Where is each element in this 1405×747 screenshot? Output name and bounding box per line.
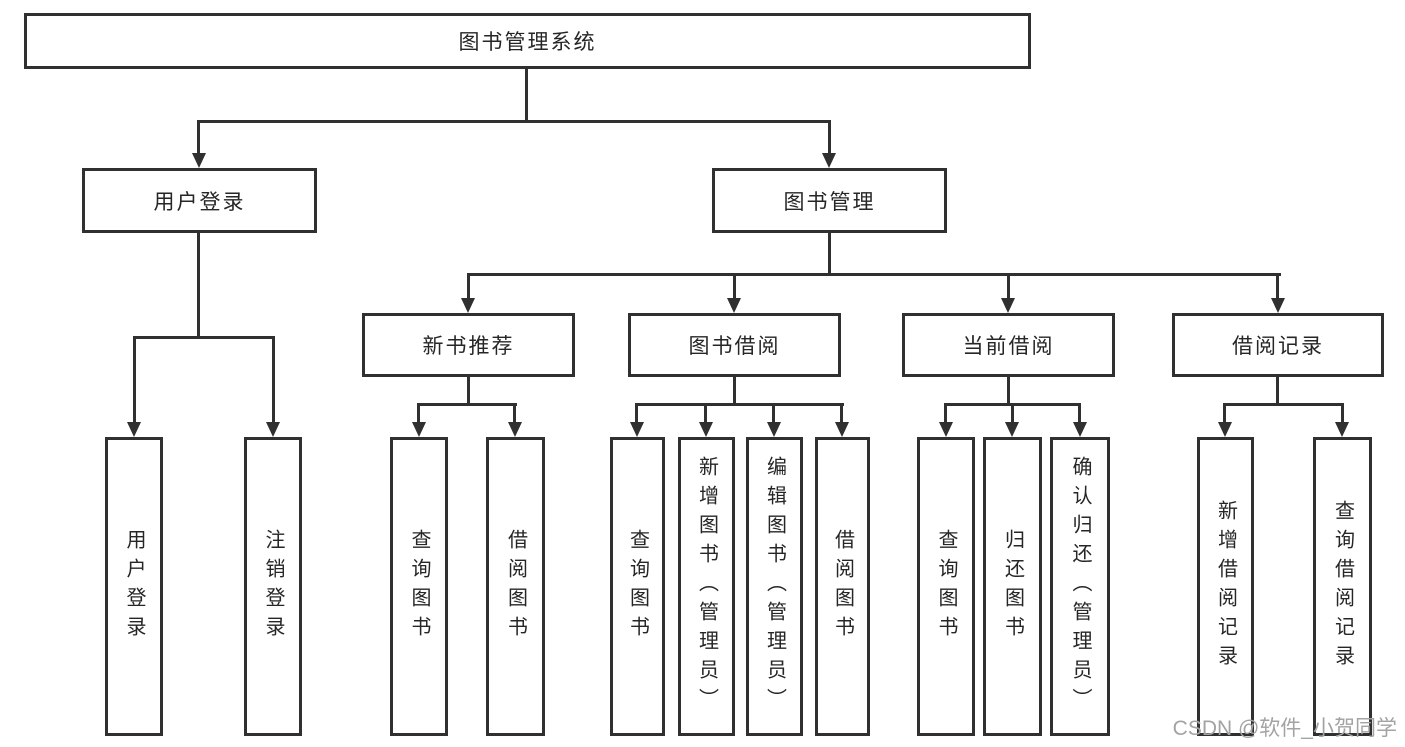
arrow-down-icon xyxy=(1271,298,1285,313)
leaf-return-books: 归还图书 xyxy=(983,437,1042,736)
connector-line xyxy=(1276,377,1279,406)
arrow-down-icon xyxy=(1005,422,1019,437)
node-label: 新增借阅记录 xyxy=(1214,499,1237,674)
arrow-down-icon xyxy=(1218,422,1232,437)
connector-line xyxy=(197,120,831,123)
arrow-down-icon xyxy=(630,422,644,437)
node-user-login: 用户登录 xyxy=(82,168,317,233)
connector-line xyxy=(467,377,470,406)
leaf-query-borrow-record: 查询借阅记录 xyxy=(1313,437,1372,736)
node-label: 借阅图书 xyxy=(831,528,854,645)
node-label: 图书管理 xyxy=(783,190,876,214)
leaf-borrow-books-recommend: 借阅图书 xyxy=(486,437,545,736)
leaf-confirm-return-admin: 确认归还（管理员） xyxy=(1050,437,1110,736)
leaf-logout: 注销登录 xyxy=(244,437,302,736)
arrow-down-icon xyxy=(412,422,426,437)
node-label: 图书借阅 xyxy=(688,335,781,358)
node-label: 查询图书 xyxy=(626,528,649,645)
connector-line xyxy=(272,336,275,423)
connector-line xyxy=(828,120,831,154)
connector-line xyxy=(733,377,736,406)
leaf-query-books-borrow: 查询图书 xyxy=(610,437,665,736)
arrow-down-icon xyxy=(192,153,206,168)
arrow-down-icon xyxy=(822,153,836,168)
connector-line xyxy=(1011,403,1014,423)
arrow-down-icon xyxy=(835,422,849,437)
connector-line xyxy=(704,403,707,423)
node-label: 用户登录 xyxy=(153,190,246,214)
arrow-down-icon xyxy=(727,298,741,313)
connector-line xyxy=(197,120,200,154)
connector-line xyxy=(513,403,516,423)
node-label: 编辑图书（管理员） xyxy=(763,456,786,717)
node-label: 查询图书 xyxy=(408,528,430,645)
node-label: 注销登录 xyxy=(262,528,284,645)
node-new-book-recommend: 新书推荐 xyxy=(362,313,575,377)
arrow-down-icon xyxy=(699,422,713,437)
arrow-down-icon xyxy=(1001,298,1015,313)
connector-line xyxy=(1223,403,1226,423)
connector-line xyxy=(1223,403,1344,406)
connector-line xyxy=(635,403,844,406)
connector-line xyxy=(1078,403,1081,423)
node-label: 确认归还（管理员） xyxy=(1069,456,1091,717)
connector-line xyxy=(133,336,136,423)
node-label: 借阅图书 xyxy=(504,528,527,645)
connector-line xyxy=(525,69,528,122)
node-label: 归还图书 xyxy=(1001,528,1024,645)
connector-line xyxy=(840,403,843,423)
leaf-user-login: 用户登录 xyxy=(105,437,163,736)
leaf-borrow-books: 借阅图书 xyxy=(815,437,870,736)
connector-line xyxy=(417,403,517,406)
arrow-down-icon xyxy=(461,298,475,313)
connector-line xyxy=(197,233,200,339)
connector-line xyxy=(133,336,275,339)
node-label: 查询借阅记录 xyxy=(1331,499,1354,674)
connector-line xyxy=(1007,273,1010,299)
connector-line xyxy=(828,233,831,276)
arrow-down-icon xyxy=(266,422,280,437)
connector-line xyxy=(733,273,736,299)
node-label: 当前借阅 xyxy=(962,335,1055,358)
connector-line xyxy=(1341,403,1344,423)
node-book-management: 图书管理 xyxy=(712,168,947,233)
arrow-down-icon xyxy=(508,422,522,437)
arrow-down-icon xyxy=(767,422,781,437)
node-label: 新增图书（管理员） xyxy=(695,456,718,717)
connector-line xyxy=(1276,273,1279,299)
connector-line xyxy=(467,273,470,299)
node-label: 图书管理系统 xyxy=(458,31,597,54)
connector-line xyxy=(772,403,775,423)
csdn-watermark: CSDN @软件_小贺同学 xyxy=(1172,717,1397,740)
node-label: 查询图书 xyxy=(935,528,957,645)
connector-line xyxy=(635,403,638,423)
leaf-edit-books-admin: 编辑图书（管理员） xyxy=(746,437,803,736)
node-book-borrowing: 图书借阅 xyxy=(628,313,841,377)
node-label: 新书推荐 xyxy=(422,335,515,358)
arrow-down-icon xyxy=(939,422,953,437)
arrow-down-icon xyxy=(1073,422,1087,437)
leaf-query-books-recommend: 查询图书 xyxy=(390,437,448,736)
connector-line xyxy=(417,403,420,423)
node-label: 借阅记录 xyxy=(1232,335,1324,358)
node-current-borrowing: 当前借阅 xyxy=(902,313,1115,377)
node-library-system: 图书管理系统 xyxy=(24,13,1031,69)
leaf-add-borrow-record: 新增借阅记录 xyxy=(1197,437,1254,736)
arrow-down-icon xyxy=(1335,422,1349,437)
connector-line xyxy=(944,403,947,423)
leaf-add-books-admin: 新增图书（管理员） xyxy=(678,437,735,736)
arrow-down-icon xyxy=(127,422,141,437)
leaf-query-books-current: 查询图书 xyxy=(917,437,975,736)
connector-line xyxy=(467,273,1281,276)
connector-line xyxy=(1007,377,1010,406)
node-label: 用户登录 xyxy=(123,528,145,645)
node-borrowing-records: 借阅记录 xyxy=(1172,313,1384,377)
